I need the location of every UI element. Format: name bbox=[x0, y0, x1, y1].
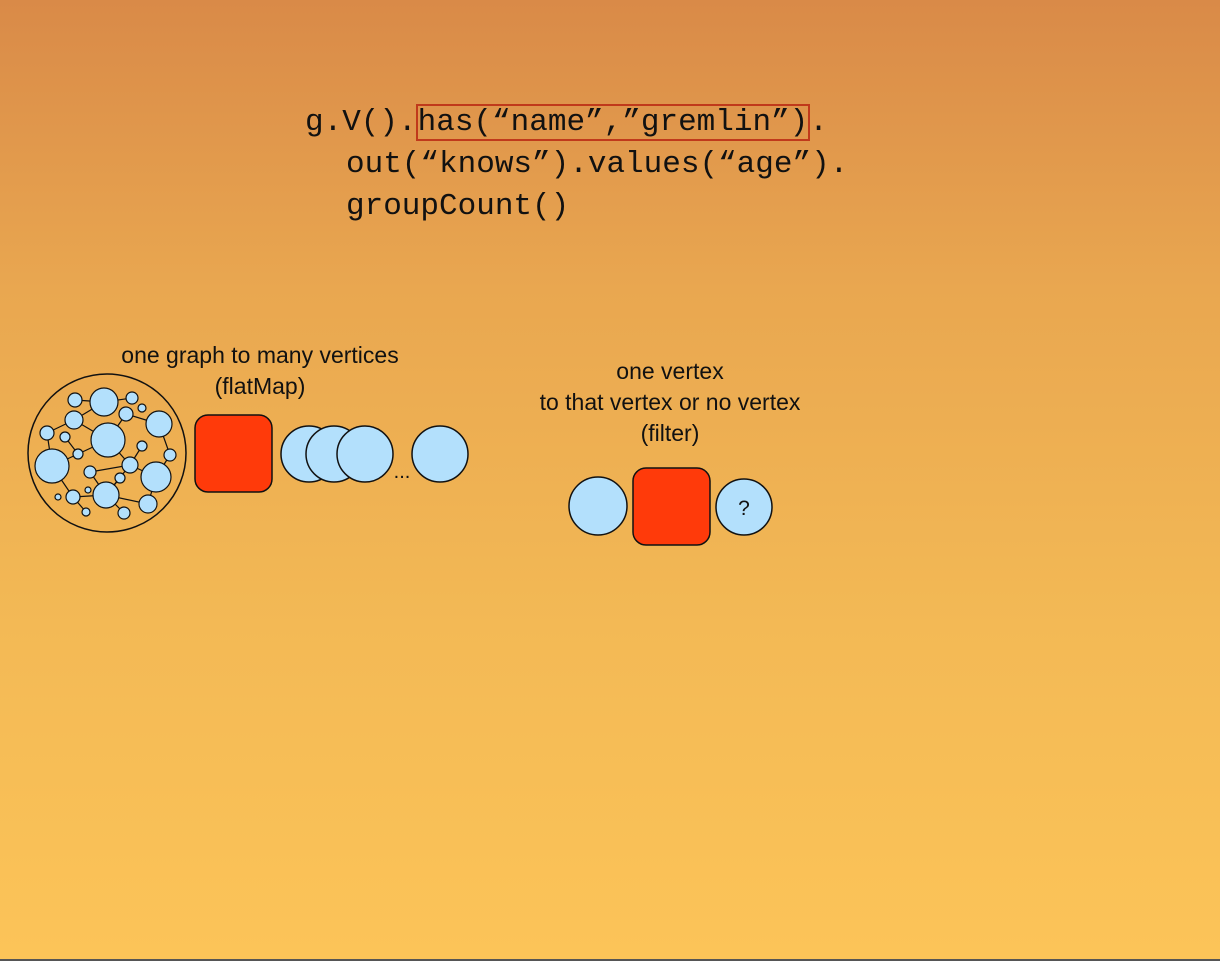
filter-output-vertex bbox=[715, 478, 773, 536]
output-vertices bbox=[280, 425, 469, 483]
output-vertex-last bbox=[411, 425, 469, 483]
code-line-1: g.V().has(“name”,”gremlin”). bbox=[305, 102, 828, 144]
code-line-3: groupCount() bbox=[346, 189, 570, 224]
bottom-divider bbox=[0, 959, 1220, 961]
code-line-1-suffix: . bbox=[809, 105, 828, 140]
graph-nodes bbox=[34, 387, 177, 520]
output-vertex-3 bbox=[336, 425, 394, 483]
ellipsis-text: ... bbox=[394, 461, 411, 483]
filter-caption: one vertex to that vertex or no vertex (… bbox=[500, 356, 840, 449]
filter-caption-line-1: one vertex bbox=[616, 358, 724, 384]
flatmap-caption-line-2: (flatMap) bbox=[214, 373, 306, 399]
filter-caption-line-3: (filter) bbox=[640, 420, 700, 446]
graph-icon bbox=[27, 373, 187, 533]
flatmap-caption-line-1: one graph to many vertices bbox=[121, 342, 399, 368]
graph-boundary bbox=[27, 373, 187, 533]
code-line-2: out(“knows”).values(“age”). bbox=[346, 147, 849, 182]
code-line-1-prefix: g.V(). bbox=[305, 105, 417, 140]
filter-caption-line-2: to that vertex or no vertex bbox=[539, 389, 801, 415]
question-mark-text: ? bbox=[738, 497, 750, 520]
filter-input-vertex bbox=[568, 476, 628, 536]
flatmap-step-square bbox=[194, 414, 273, 493]
flatmap-caption: one graph to many vertices (flatMap) bbox=[60, 340, 460, 402]
filter-step-square bbox=[632, 467, 711, 546]
code-highlight-has-step: has(“name”,”gremlin”) bbox=[415, 104, 811, 141]
